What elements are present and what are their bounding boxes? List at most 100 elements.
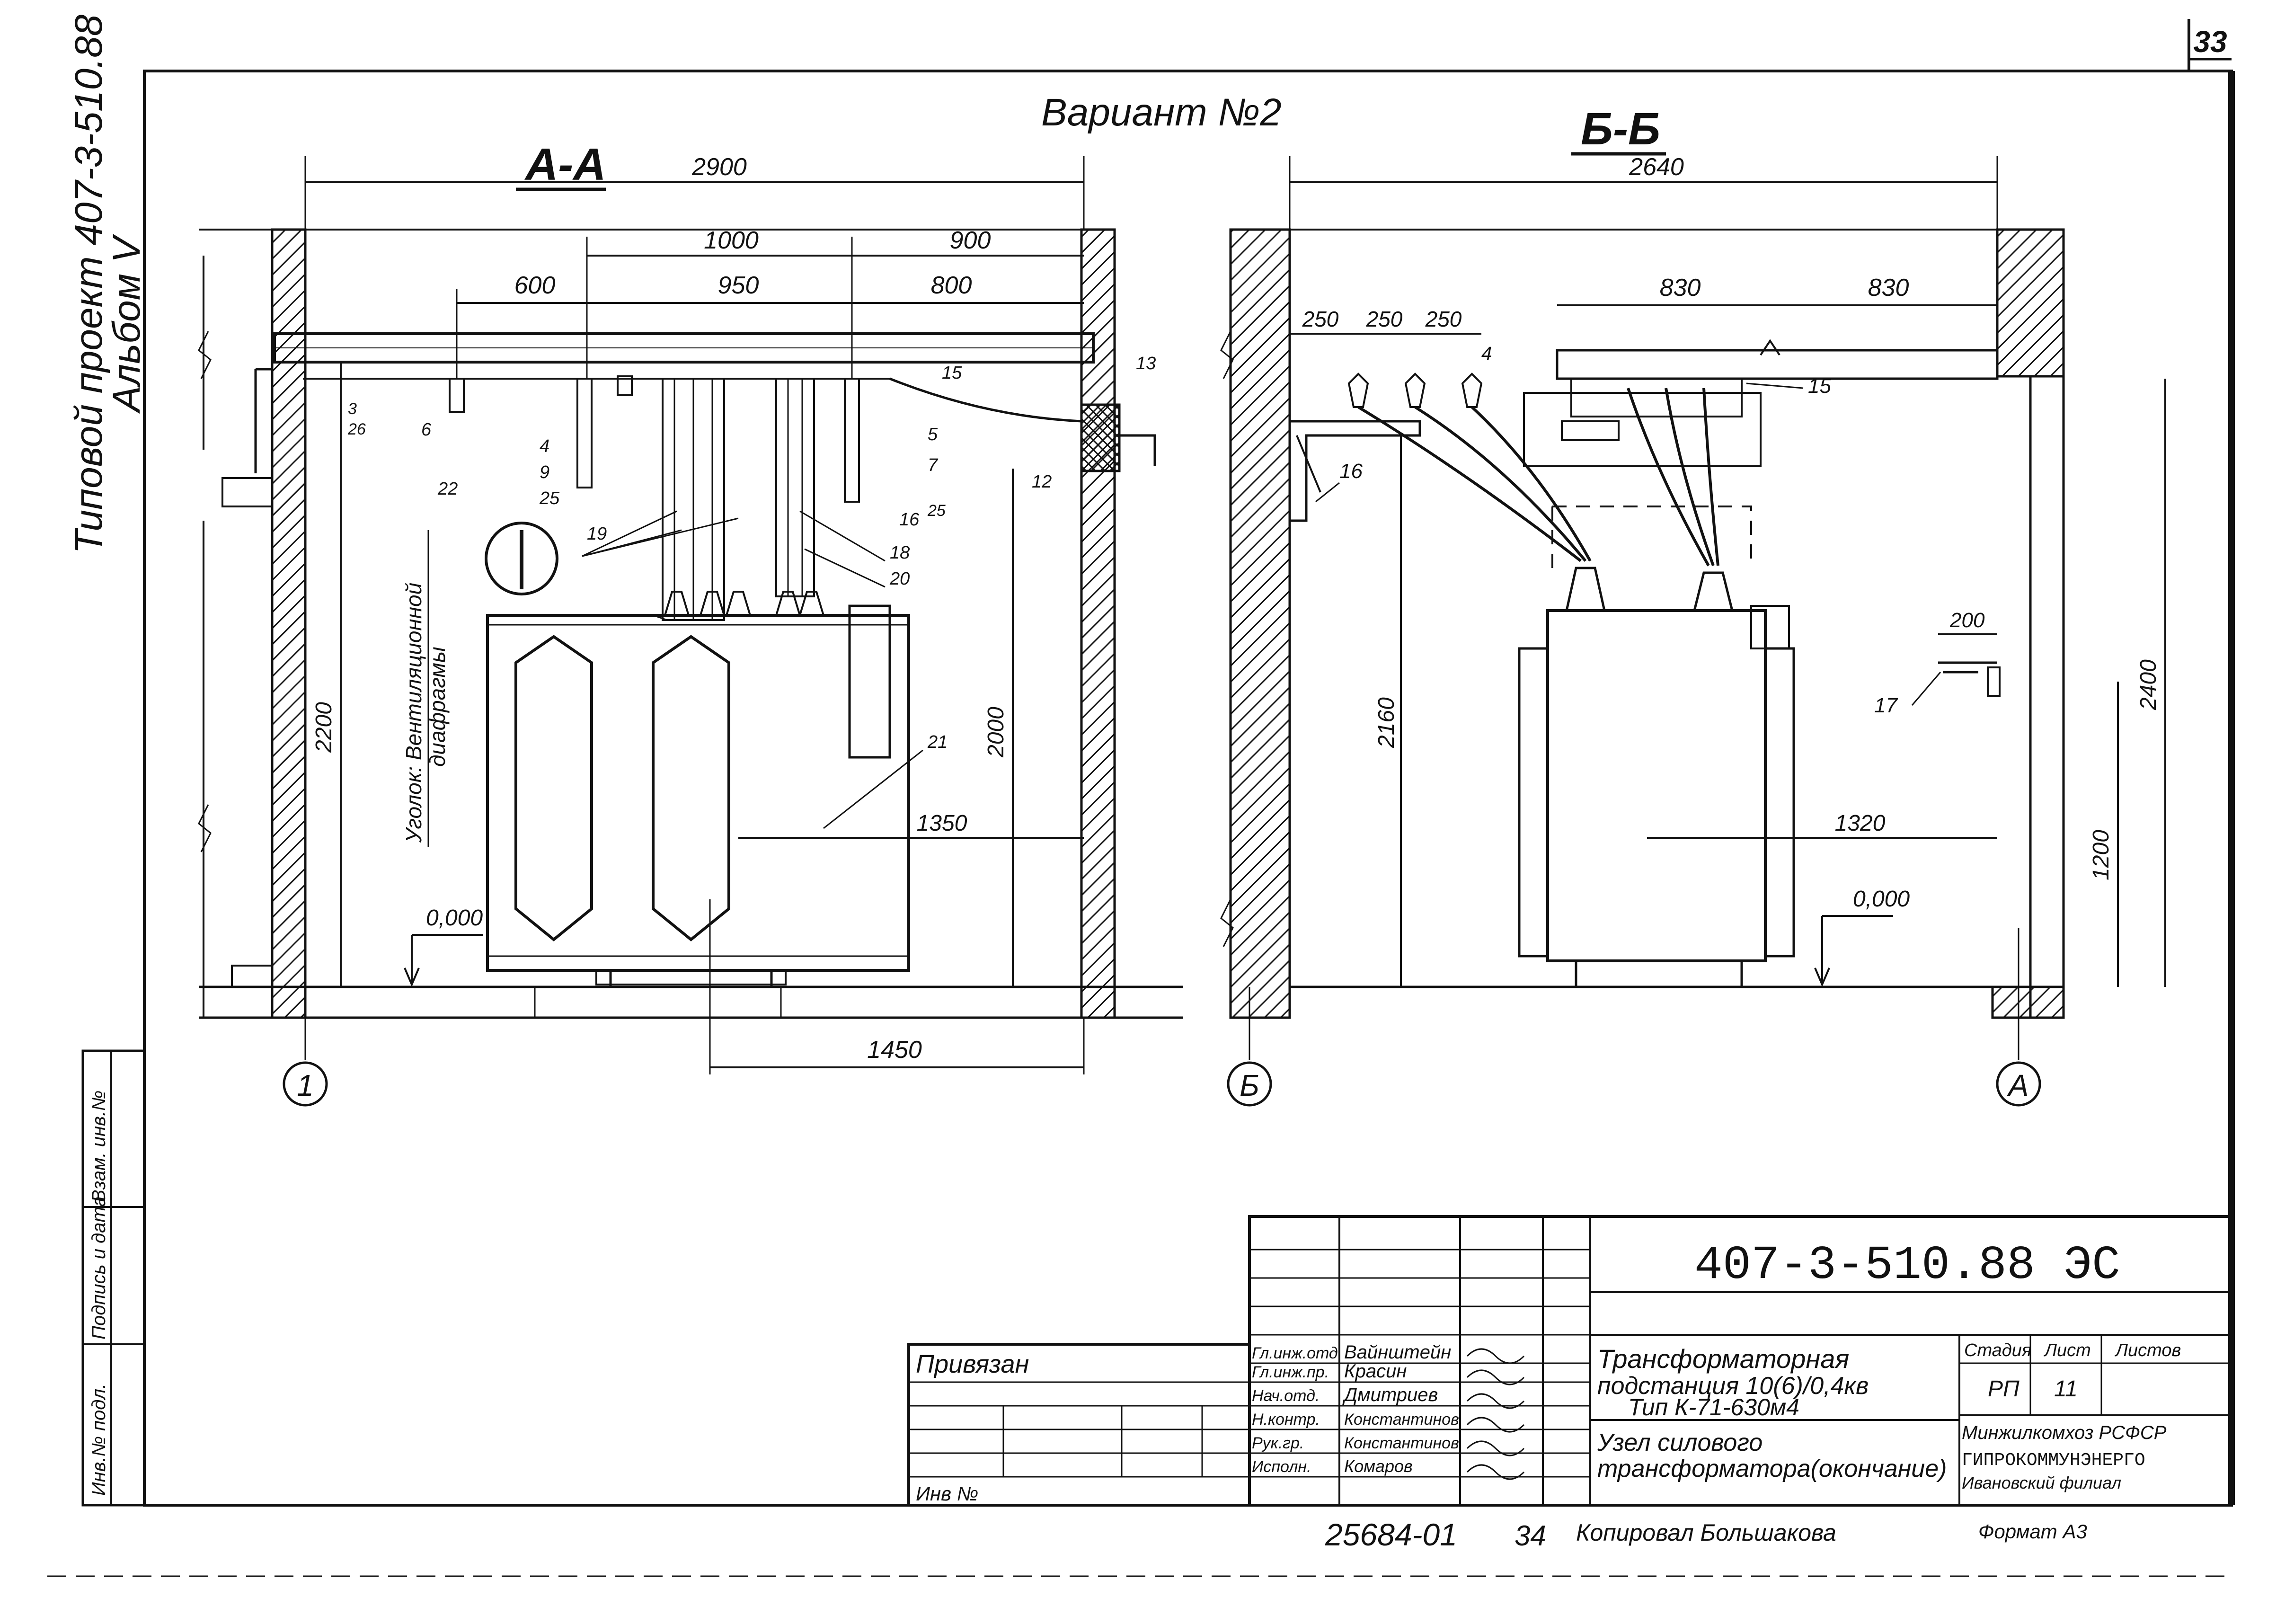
org-line2: ГИПРОКОММУНЭНЕРГО [1962,1450,2145,1471]
name-2: Дмитриев [1342,1384,1438,1405]
axis-a-marker [1996,1061,2041,1107]
section-bb: Б-Б [1220,104,2166,1107]
footer-copied: Копировал Большакова [1576,1519,1836,1546]
dim-aa-2000: 2000 [983,707,1009,758]
side-stamp: Инв.№ подл. Подпись и дата Взам. инв.№ [81,1049,146,1507]
callout-25b: 25 [927,502,946,520]
dim-aa-1000: 1000 [704,227,759,254]
callout-17: 17 [1874,694,1898,717]
cable-box [1080,403,1121,472]
axis-b-label: Б [1240,1068,1259,1102]
side-col-inv: Инв.№ подл. [89,1384,109,1496]
dim-bb-830b: 830 [1868,274,1909,302]
org-line3: Ивановский филиал [1962,1473,2121,1492]
title-line4: Узел силового [1597,1429,1763,1456]
side-col-replace: Взам. инв.№ [89,1091,109,1202]
callout-15-bb: 15 [1808,374,1831,398]
dim-bb-2160: 2160 [1374,697,1399,748]
dim-bb-200: 200 [1949,609,1985,632]
callout-5: 5 [928,425,938,444]
level-aa: 0,000 [426,905,483,931]
callout-7: 7 [928,455,939,475]
section-aa: А-А [198,139,1183,1107]
callout-18: 18 [890,543,910,563]
dim-bb-1320: 1320 [1835,811,1886,836]
variant-label: Вариант №2 [1041,91,1282,134]
col-sheet: Лист [2043,1340,2091,1360]
footer-page: 34 [1515,1520,1546,1552]
transformer-bb [1518,567,1795,987]
title-line3: Тип К-71-630м4 [1628,1394,1799,1420]
name-3: Константинов [1344,1411,1459,1429]
dim-bb-250b: 250 [1366,307,1403,331]
name-1: Красин [1344,1361,1407,1382]
doc-code: 407-3-510.88 ЭС [1694,1239,2120,1293]
title-line2: подстанция 10(6)/0,4кв [1597,1372,1869,1400]
callout-13: 13 [1136,354,1156,373]
callout-4-bb: 4 [1481,343,1492,364]
role-0: Гл.инж.отд [1252,1344,1338,1362]
title-line5: трансформатора(окончание) [1597,1455,1947,1482]
sheet-number: 33 [2193,25,2227,59]
axis-1-marker [283,1061,328,1107]
dim-aa-600: 600 [514,272,556,299]
side-col-sign: Подпись и дата [89,1196,109,1340]
dim-bb-830a: 830 [1660,274,1701,302]
callout-6: 6 [421,420,432,440]
callout-9: 9 [540,462,549,482]
project-title: Типовой проект 407-3-510.88 [67,14,110,554]
transformer-aa [485,522,910,987]
dim-aa-2900: 2900 [691,153,747,181]
stage-value: РП [1988,1376,2019,1402]
col-stage: Стадия [1964,1340,2031,1360]
callout-26: 26 [347,420,366,438]
role-1: Гл.инж.пр. [1252,1363,1329,1381]
callout-21: 21 [927,732,948,752]
callout-16-bb: 16 [1339,460,1363,483]
callout-25a: 25 [539,488,560,508]
album-label: Альбом V [105,233,148,414]
dim-bb-250c: 250 [1425,307,1462,331]
dim-aa-2200: 2200 [311,702,337,753]
privyazan-label: Привязан [916,1350,1029,1378]
axis-a-label: А [2007,1068,2029,1102]
title-line1: Трансформаторная [1597,1344,1849,1374]
callout-19: 19 [587,524,607,544]
axis-b-marker [1227,1061,1272,1107]
role-4: Рук.гр. [1252,1434,1304,1452]
section-bb-title: Б-Б [1581,104,1660,154]
footer-format: Формат А3 [1978,1520,2087,1543]
name-4: Константинов [1344,1434,1459,1452]
callout-15: 15 [942,363,962,383]
dim-aa-950: 950 [718,272,759,299]
wall-left-bb [1229,228,1291,1019]
title-block: 407-3-510.88 ЭС Привязан Инв № Гл.инж.от… [907,1215,2233,1507]
dim-aa-800: 800 [931,272,972,299]
callout-12: 12 [1032,472,1052,492]
vent-note-aa-1: Уголок: Вентиляционной [401,583,426,843]
callout-20: 20 [889,569,910,589]
sheet-value: 11 [2054,1376,2078,1402]
dim-bb-2400: 2400 [2136,659,2161,710]
dim-bb-250a: 250 [1302,307,1339,331]
dim-aa-900: 900 [950,227,991,254]
callout-16-aa: 16 [899,510,920,530]
callout-22: 22 [437,479,458,499]
wall-right-bb [1996,228,2065,378]
dim-aa-1350: 1350 [917,811,967,836]
footer-order: 25684-01 [1325,1517,1457,1552]
org-line1: Минжилкомхоз РСФСР [1962,1422,2167,1443]
dim-bb-2640: 2640 [1629,153,1684,181]
level-bb: 0,000 [1853,887,1910,912]
dim-aa-1450: 1450 [867,1036,922,1064]
name-5: Комаров [1344,1456,1413,1476]
col-sheets: Листов [2114,1340,2181,1360]
inv-no-label: Инв № [916,1482,978,1505]
role-3: Н.контр. [1252,1411,1320,1429]
axis-1-label: 1 [297,1068,314,1102]
name-0: Вайнштейн [1344,1342,1451,1363]
role-2: Нач.отд. [1252,1387,1320,1405]
role-5: Исполн. [1252,1458,1311,1476]
callout-3: 3 [348,400,357,418]
